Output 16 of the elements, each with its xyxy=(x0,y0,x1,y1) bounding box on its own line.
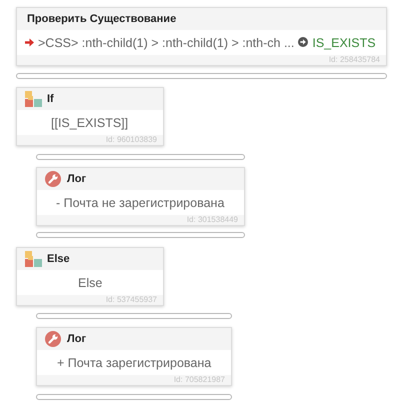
block-title: Лог xyxy=(67,173,86,185)
block-title: If xyxy=(47,93,54,105)
block-title: Else xyxy=(47,253,70,265)
action-card xyxy=(36,167,245,226)
block-text: - Почта не зарегистрирована xyxy=(56,196,224,210)
block-title: Лог xyxy=(67,333,86,345)
action-card xyxy=(16,87,164,146)
action-card xyxy=(16,7,387,66)
block-text: [[IS_EXISTS]] xyxy=(51,116,128,130)
block-text: + Почта зарегистрирована xyxy=(57,356,212,370)
variable-name: IS_EXISTS xyxy=(312,36,376,50)
action-card xyxy=(16,247,164,306)
selector-text: >CSS> :nth-child(1) > :nth-child(1) > :nth-ch ... xyxy=(38,36,294,50)
block-text: Else xyxy=(78,276,102,290)
action-card xyxy=(36,327,232,386)
block-title: Проверить Существование xyxy=(27,13,176,25)
